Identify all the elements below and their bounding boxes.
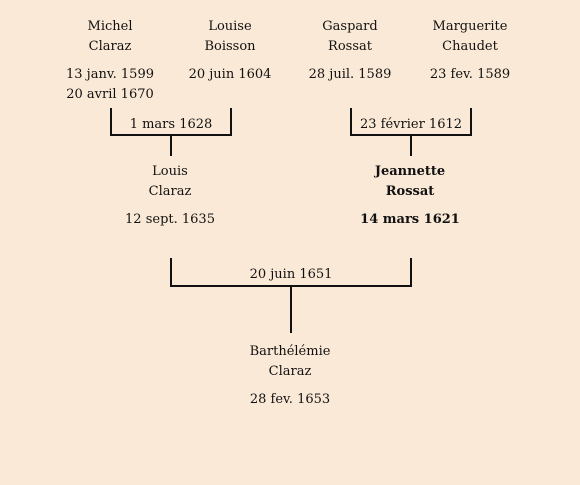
birth-date: 28 juil. 1589 bbox=[308, 67, 392, 82]
birth-date: 23 fev. 1589 bbox=[429, 67, 511, 82]
first-name: Louis bbox=[152, 164, 188, 179]
person-gaspard-rossat: Gaspard Rossat 28 juil. 1589 bbox=[309, 17, 392, 85]
first-name: Jeannette bbox=[374, 164, 446, 179]
connector-line bbox=[470, 108, 472, 136]
birth-date: 20 juin 1604 bbox=[188, 67, 272, 82]
first-name: Michel bbox=[87, 19, 133, 34]
marriage-date-claraz-boisson: 1 mars 1628 bbox=[129, 117, 213, 132]
birth-date: 14 mars 1621 bbox=[360, 212, 460, 227]
birth-date: 12 sept. 1635 bbox=[125, 212, 215, 227]
last-name: Boisson bbox=[204, 39, 256, 54]
marriage-date-louis-jeannette: 20 juin 1651 bbox=[249, 267, 333, 282]
descent-line bbox=[290, 285, 292, 333]
descent-line bbox=[410, 134, 412, 156]
last-name: Rossat bbox=[385, 184, 435, 199]
first-name: Louise bbox=[208, 19, 252, 34]
first-name: Marguerite bbox=[432, 19, 508, 34]
connector-line bbox=[170, 258, 172, 287]
connector-line bbox=[110, 108, 112, 136]
last-name: Claraz bbox=[268, 364, 312, 379]
person-michel-claraz: Michel Claraz 13 janv. 1599 20 avril 167… bbox=[66, 17, 154, 105]
birth-date: 28 fev. 1653 bbox=[249, 392, 331, 407]
marriage-date-rossat-chaudet: 23 février 1612 bbox=[359, 117, 463, 132]
person-louise-boisson: Louise Boisson 20 juin 1604 bbox=[189, 17, 272, 85]
person-louis-claraz: Louis Claraz 12 sept. 1635 bbox=[125, 162, 215, 230]
death-date: 20 avril 1670 bbox=[66, 87, 154, 102]
person-marguerite-chaudet: Marguerite Chaudet 23 fev. 1589 bbox=[430, 17, 510, 85]
first-name: Gaspard bbox=[322, 19, 378, 34]
birth-date: 13 janv. 1599 bbox=[66, 67, 154, 82]
last-name: Rossat bbox=[328, 39, 372, 54]
connector-line bbox=[350, 108, 352, 136]
connector-line bbox=[410, 258, 412, 287]
person-jeannette-rossat: Jeannette Rossat 14 mars 1621 bbox=[360, 162, 460, 230]
last-name: Claraz bbox=[148, 184, 192, 199]
descent-line bbox=[170, 134, 172, 156]
first-name: Barthélémie bbox=[249, 344, 331, 359]
connector-line bbox=[230, 108, 232, 136]
last-name: Claraz bbox=[88, 39, 132, 54]
person-barthelemie-claraz: Barthélémie Claraz 28 fev. 1653 bbox=[250, 342, 331, 410]
last-name: Chaudet bbox=[442, 39, 498, 54]
